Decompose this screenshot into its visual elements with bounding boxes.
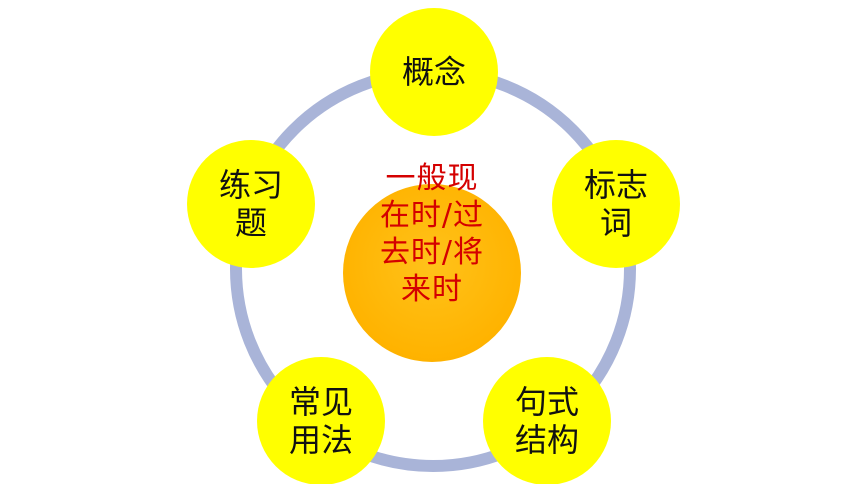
node-exercises: 练习题 [187, 140, 315, 268]
node-signal-words: 标志词 [552, 140, 680, 268]
node-sentence-structure: 句式结构 [483, 357, 611, 484]
center-circle [343, 184, 521, 362]
node-common-usage: 常见用法 [257, 357, 385, 484]
node-concept: 概念 [370, 8, 498, 136]
center-label: 一般现在时/过去时/将来时 [379, 161, 485, 307]
